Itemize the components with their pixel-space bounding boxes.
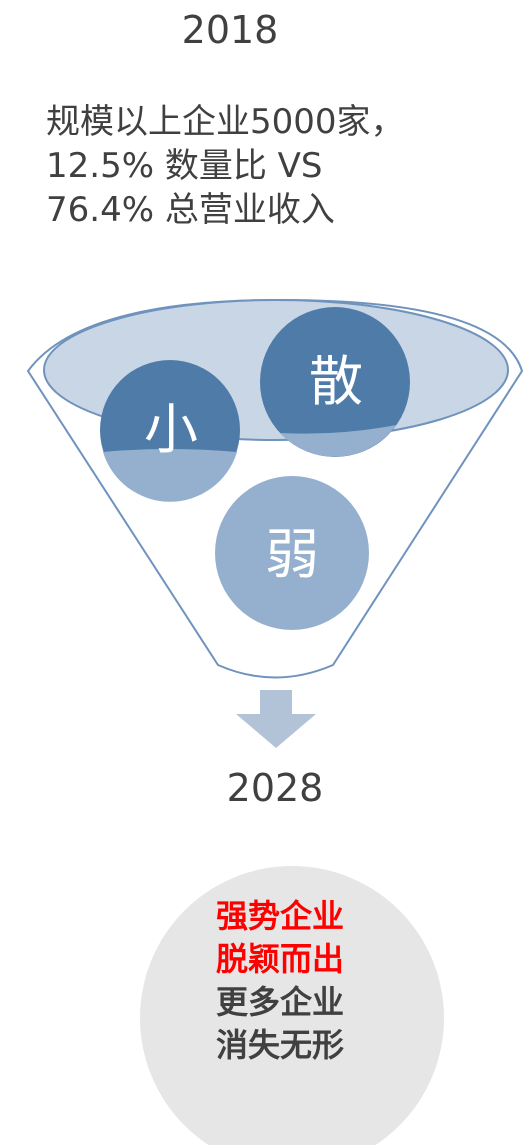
circle-scattered-lower [280,425,396,457]
description-line-3: 76.4% 总营业收入 [46,190,335,230]
result-line-4: 消失无形 [215,1026,344,1064]
circle-small-label: 小 [144,398,198,461]
down-arrow-icon [236,690,316,748]
description-line-1: 规模以上企业5000家， [46,102,405,142]
circle-weak [215,476,369,630]
end-year: 2028 [226,766,324,810]
circle-small-lower [103,449,237,502]
circle-scattered-label: 散 [309,350,363,413]
description: 规模以上企业5000家， 12.5% 数量比 VS 76.4% 总营业收入 [46,100,405,232]
result-text: 强势企业 脱颖而出 更多企业 消失无形 [110,895,450,1067]
result-line-3: 更多企业 [215,983,344,1021]
funnel-diagram: 小 散 弱 [26,298,524,748]
result-line-1: 强势企业 [215,897,344,935]
circle-weak-label: 弱 [265,523,319,586]
start-year: 2018 [181,8,279,52]
description-line-2: 12.5% 数量比 VS [46,146,323,186]
result-circle [140,866,444,1145]
circle-scattered [260,307,410,457]
result-line-2: 脱颖而出 [215,940,344,978]
